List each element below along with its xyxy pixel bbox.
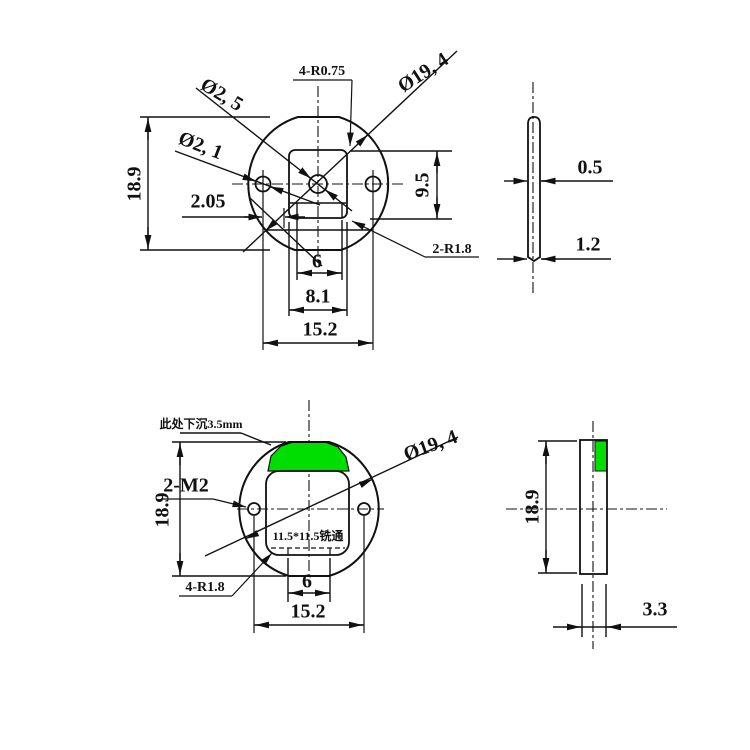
right-hole	[364, 175, 382, 193]
dim-boss-height: 9.5	[412, 173, 434, 198]
recess-highlight-side	[594, 440, 607, 472]
top-flange-view: Ø2, 5 Ø2, 1 Ø19, 4 4-R0.75 2-R1.8 18.9	[124, 48, 479, 350]
label-recess-note: 此处下沉3.5mm	[160, 416, 243, 431]
label-corner-radius: 4-R1.8	[185, 580, 224, 595]
left-tapped-hole	[247, 502, 261, 516]
dim-hole-spacing: 15.2	[303, 319, 338, 341]
label-dia-outer: Ø19, 4	[401, 426, 461, 466]
dim-slot-width: 6	[302, 571, 312, 593]
label-dia-outer: Ø19, 4	[394, 48, 453, 97]
dim-offset: 2.05	[191, 191, 226, 213]
center-boss	[288, 149, 348, 219]
label-mill-note: 11.5*11.5铣通	[273, 528, 344, 543]
stray-leader	[249, 197, 323, 267]
flange-outline	[247, 116, 390, 251]
dim-upper-thickness: 0.5	[578, 157, 603, 179]
label-radius-note: 2-R1.8	[432, 242, 471, 257]
dim-boss-width: 8.1	[306, 286, 331, 308]
dim-hole-spacing: 15.2	[291, 601, 326, 623]
label-thread-note: 2-M2	[163, 475, 209, 497]
bottom-flange-view: Ø19, 4 此处下沉3.5mm 2-M2 4-R1.8 11.5*11.5铣通…	[152, 400, 461, 633]
label-dia-side-hole: Ø2, 1	[175, 127, 225, 164]
flange-outline	[238, 441, 380, 577]
dim-height: 18.9	[124, 167, 146, 202]
label-dia-center-hole: Ø2, 5	[197, 74, 247, 116]
dim-lower-thickness: 1.2	[576, 234, 601, 256]
thin-plate-profile	[527, 116, 541, 263]
left-hole	[254, 175, 272, 193]
label-corner-radius: 4-R0.75	[299, 64, 345, 79]
dim-height: 18.9	[152, 493, 174, 528]
top-side-view: 0.5 1.2	[497, 82, 613, 295]
dim-slot-width: 6	[312, 251, 322, 273]
milled-square-hole	[265, 470, 350, 556]
right-tapped-hole	[357, 502, 371, 516]
center-hole	[308, 174, 328, 194]
dim-thickness: 3.3	[643, 599, 668, 621]
bottom-side-view: 18.9 3.3	[506, 421, 677, 649]
dim-height: 18.9	[522, 490, 544, 525]
side-profile	[579, 439, 608, 575]
